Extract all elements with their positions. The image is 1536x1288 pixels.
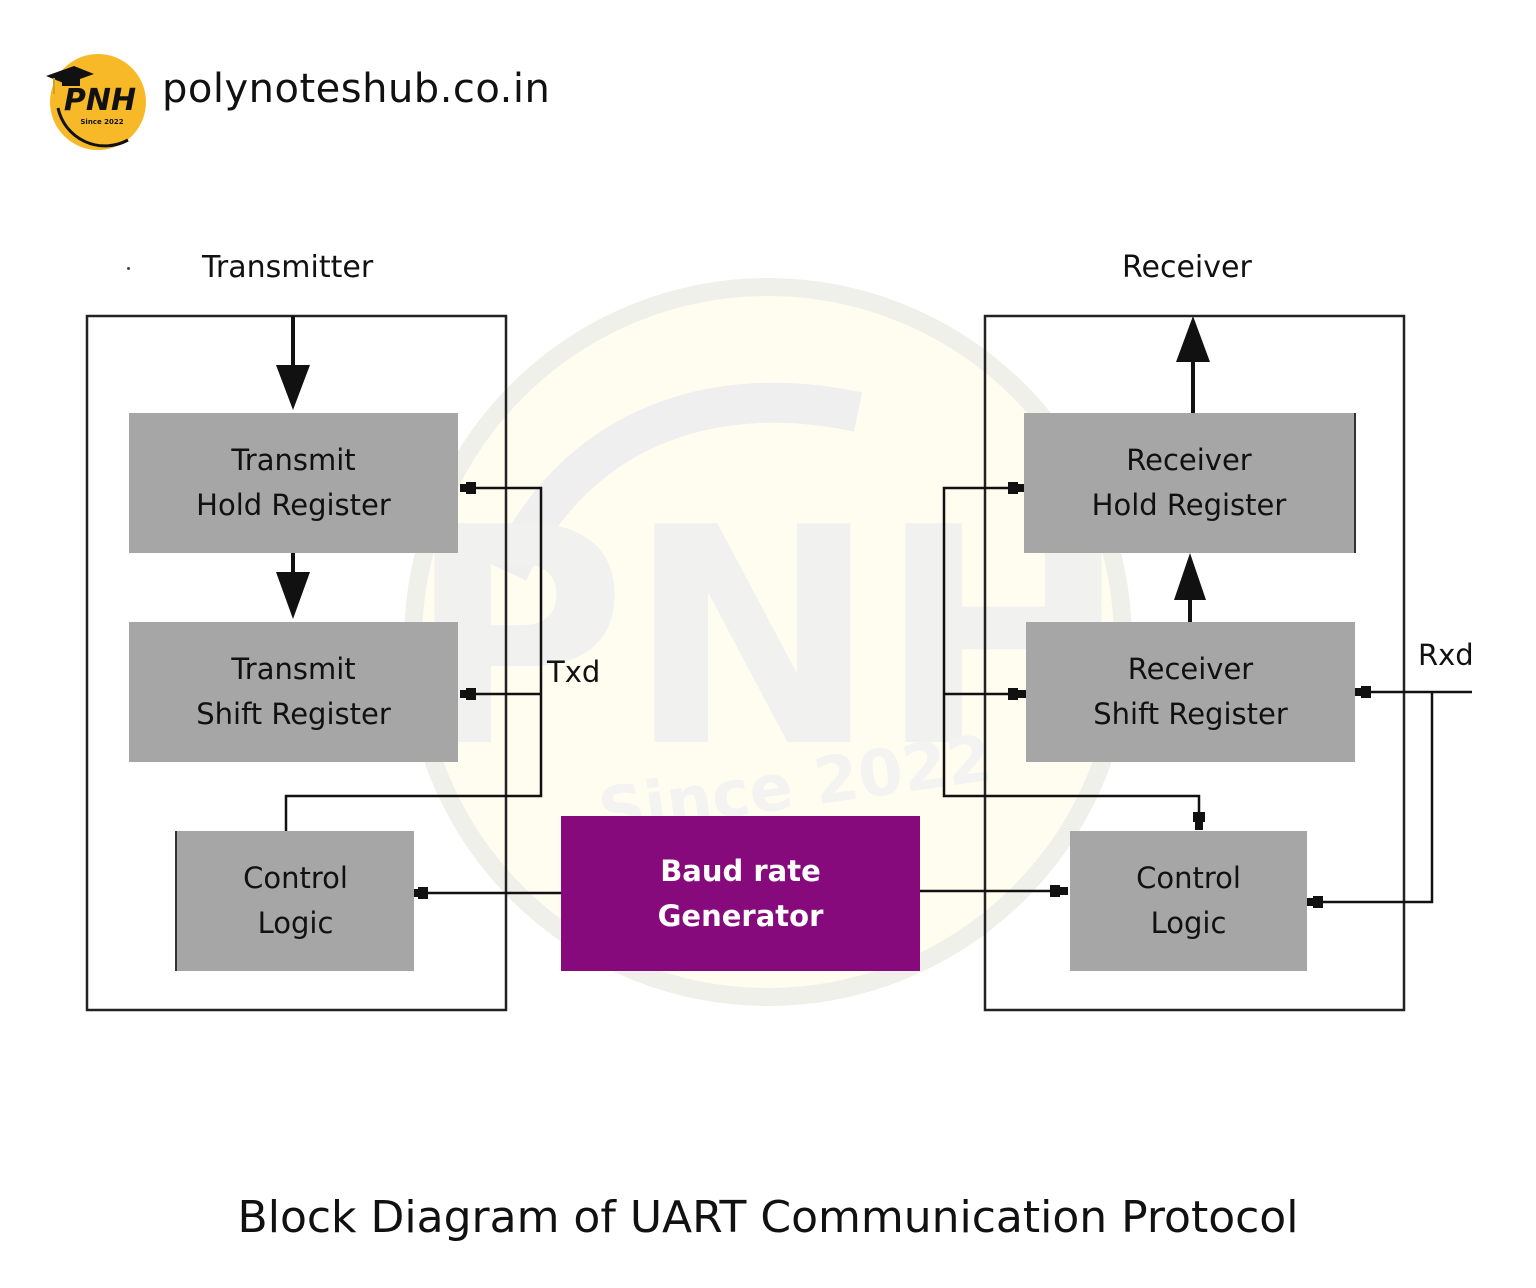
logo-subtext: Since 2022 [80,118,123,126]
block-label-line1: Transmit [231,652,356,686]
watermark-text: PNH [407,464,1129,813]
block-label-line2: Hold Register [1091,488,1287,522]
receiver-hold-register[interactable]: Receiver Hold Register [1024,413,1356,553]
receiver-shift-register[interactable]: Receiver Shift Register [1026,622,1355,762]
transmit-shift-register[interactable]: Transmit Shift Register [129,622,458,762]
rx-shift-to-hold-arrow [1174,553,1206,622]
rx-shift-connector [1008,688,1026,700]
block-label-line1: Control [1136,861,1241,895]
transmit-hold-register[interactable]: Transmit Hold Register [129,413,458,553]
tx-hold-connector [460,482,476,494]
rx-output-arrow [1176,316,1210,413]
transmitter-control-logic[interactable]: Control Logic [175,831,414,971]
stray-dot [127,267,130,270]
graduation-cap-icon [46,66,94,94]
rx-control-top-connector [1193,812,1205,830]
block-label-line2: Shift Register [1093,697,1288,731]
brand-logo[interactable]: PNH Since 2022 [44,48,148,152]
receiver-title: Receiver [1122,250,1252,285]
diagram-caption: Block Diagram of UART Communication Prot… [237,1192,1299,1243]
rx-control-right-connector [1307,896,1323,908]
rx-control-left-connector [1050,885,1068,897]
block-label-line1: Receiver [1126,443,1252,477]
block-label-line1: Receiver [1127,652,1254,686]
tx-input-arrow [276,316,310,410]
rx-shift-right-connector [1355,686,1371,698]
tx-hold-to-shift-arrow [276,553,310,619]
block-label-line1: Control [243,861,348,895]
block-label-line2: Generator [657,898,824,933]
transmitter-title: Transmitter [202,250,374,285]
block-label-line2: Shift Register [196,697,391,731]
receiver-control-logic[interactable]: Control Logic [1070,831,1307,971]
rxd-label: Rxd [1418,638,1474,672]
logo-text: PNH [64,83,136,118]
block-label-line2: Hold Register [196,488,391,522]
tx-shift-connector [460,688,476,700]
tx-control-connector [412,887,428,899]
block-label-line1: Baud rate [660,853,821,888]
txd-label: Txd [547,655,601,689]
rx-hold-connector [1008,482,1024,494]
block-label-line2: Logic [1150,906,1227,940]
block-label-line2: Logic [257,906,334,940]
baud-rate-generator[interactable]: Baud rate Generator [561,816,920,971]
site-name[interactable]: polynoteshub.co.in [162,66,551,112]
block-label-line1: Transmit [231,443,356,477]
